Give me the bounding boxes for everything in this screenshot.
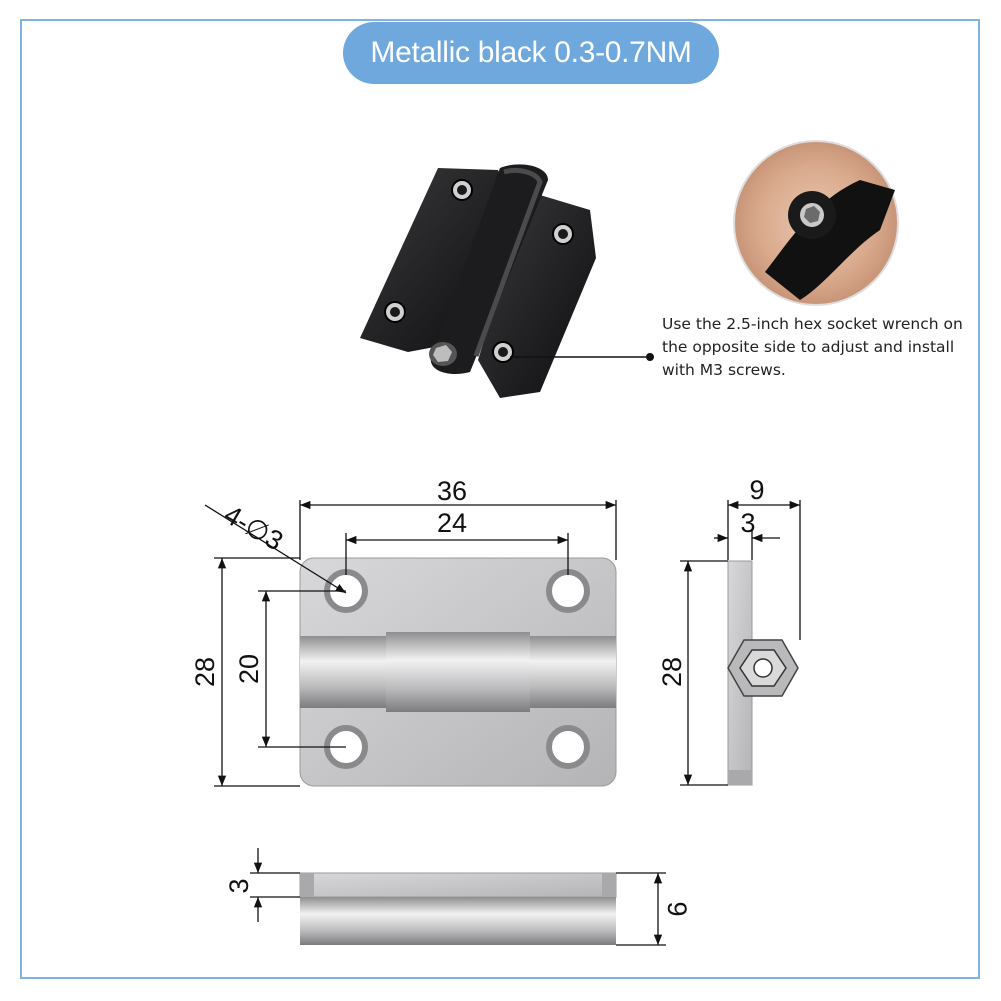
side-view	[727, 560, 799, 786]
dim-depth-9: 9	[749, 475, 764, 505]
dim-side-height-28: 28	[657, 657, 687, 687]
dim-hole-spec: 4-∅3	[219, 499, 288, 556]
dim-bottom-thickness-3: 3	[224, 878, 254, 893]
zoom-inset	[733, 140, 899, 306]
callout-dot	[646, 353, 654, 361]
dim-width-36: 36	[437, 476, 467, 506]
dim-hole-spacing-20: 20	[234, 654, 264, 684]
title-banner: Metallic black 0.3-0.7NM	[343, 22, 719, 84]
front-view	[299, 557, 617, 787]
dim-height-28: 28	[190, 657, 220, 687]
dim-hole-spacing-24: 24	[437, 508, 467, 538]
hinge-photo	[360, 164, 596, 398]
image-frame	[20, 19, 980, 979]
callout-text: Use the 2.5-inch hex socket wrench on th…	[662, 315, 963, 379]
dim-thickness-3: 3	[740, 508, 755, 538]
bottom-view	[299, 872, 617, 945]
dim-bottom-depth-9: 9	[662, 901, 692, 916]
